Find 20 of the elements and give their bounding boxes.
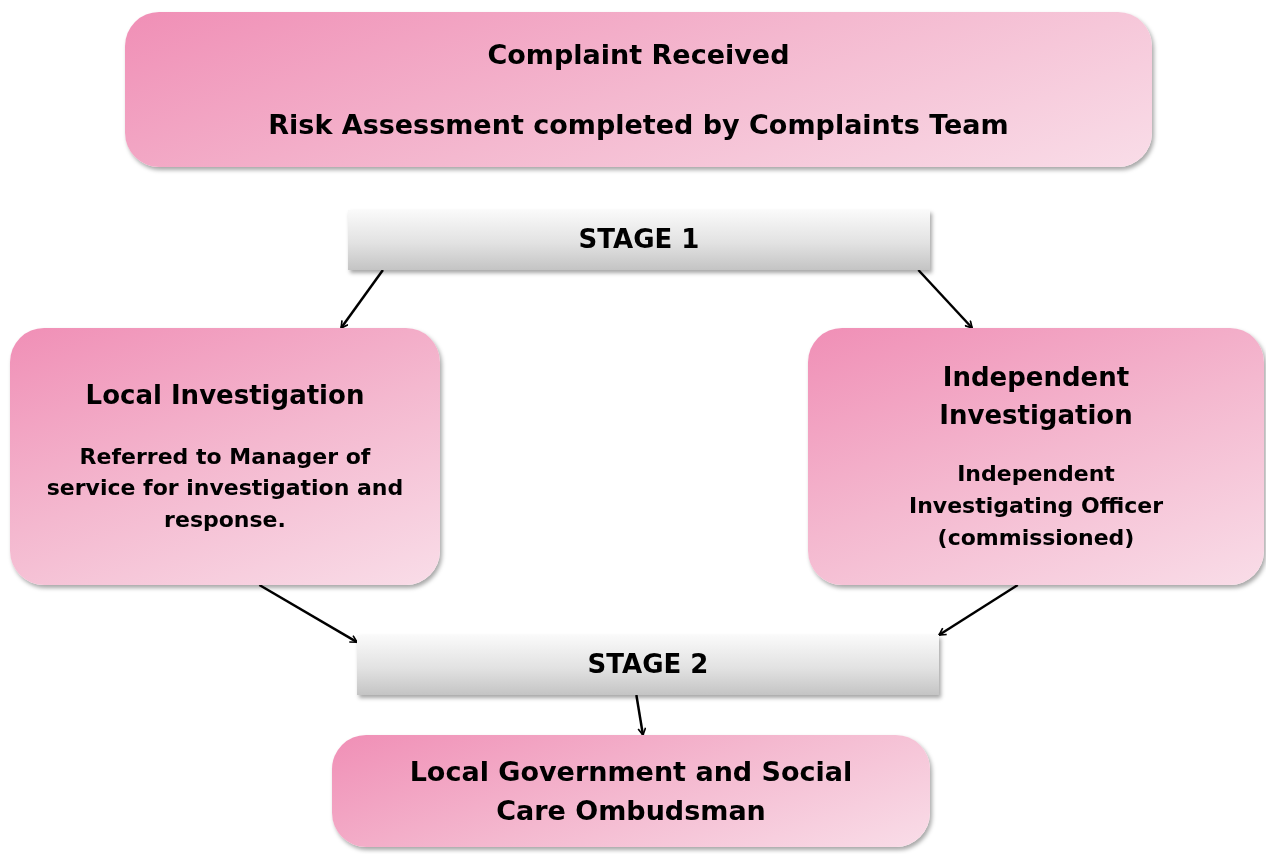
box-heading: Independent Investigation: [938, 360, 1134, 432]
box-description: Independent Investigating Officer (commissioned): [908, 460, 1164, 553]
process-box: [10, 328, 440, 585]
process-box: [808, 328, 1264, 585]
arrow: [340, 269, 384, 329]
box-heading: Local Government and Social Care Ombudsman: [408, 754, 854, 828]
box-description: Risk Assessment completed by Complaints Team: [268, 107, 1009, 142]
box-heading: Complaint Received: [487, 38, 790, 73]
arrow: [917, 269, 974, 329]
arrow: [938, 583, 1019, 637]
box-description: Referred to Manager of service for investigation and response.: [45, 442, 405, 535]
stage-label: STAGE 2: [587, 648, 709, 682]
process-box: [332, 735, 930, 847]
box-heading: Local Investigation: [85, 378, 365, 412]
process-box: [125, 12, 1152, 167]
arrow: [635, 694, 647, 736]
stage-bar: [357, 635, 939, 695]
arrow: [258, 583, 358, 644]
stage-bar: [348, 210, 930, 270]
stage-label: STAGE 1: [578, 223, 700, 257]
